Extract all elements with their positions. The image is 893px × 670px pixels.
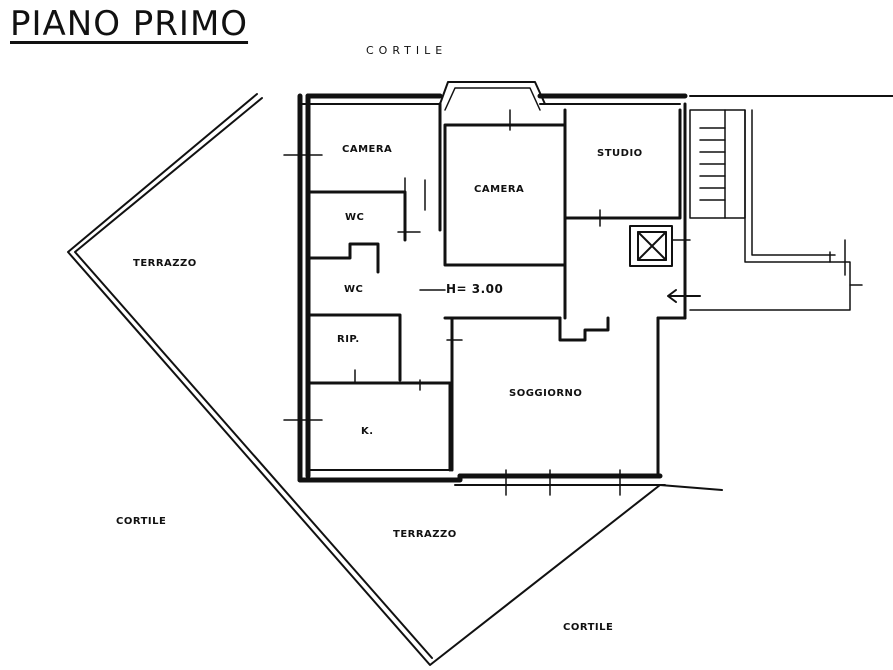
room-label-camera-2: CAMERA bbox=[474, 184, 525, 195]
label-cortile-bottom: CORTILE bbox=[563, 622, 614, 633]
label-terrazzo-left: TERRAZZO bbox=[133, 258, 197, 269]
room-label-soggiorno: SOGGIORNO bbox=[509, 388, 583, 399]
label-cortile-top: CORTILE bbox=[366, 44, 448, 57]
ceiling-height-label: H= 3.00 bbox=[446, 282, 504, 296]
door-marks bbox=[283, 109, 863, 496]
terrace-outline-left bbox=[67, 93, 661, 666]
passage-right bbox=[689, 109, 851, 311]
room-label-wc-2: WC bbox=[344, 284, 364, 295]
wall-lines bbox=[299, 95, 893, 491]
outer-walls bbox=[297, 93, 688, 483]
label-terrazzo-bottom: TERRAZZO bbox=[393, 529, 457, 540]
lift-shaft bbox=[629, 225, 673, 267]
entry-arrow bbox=[667, 289, 701, 303]
bay-window bbox=[439, 81, 546, 105]
room-label-studio: STUDIO bbox=[597, 148, 643, 159]
room-label-ripostiglio: RIP. bbox=[337, 334, 360, 345]
page-title: PIANO PRIMO bbox=[10, 4, 249, 44]
label-cortile-left: CORTILE bbox=[116, 516, 167, 527]
interior-walls bbox=[306, 102, 687, 478]
room-label-wc-1: WC bbox=[345, 212, 365, 223]
room-label-kitchen: K. bbox=[361, 426, 374, 437]
room-label-camera-1: CAMERA bbox=[342, 144, 393, 155]
staircase bbox=[689, 109, 746, 219]
